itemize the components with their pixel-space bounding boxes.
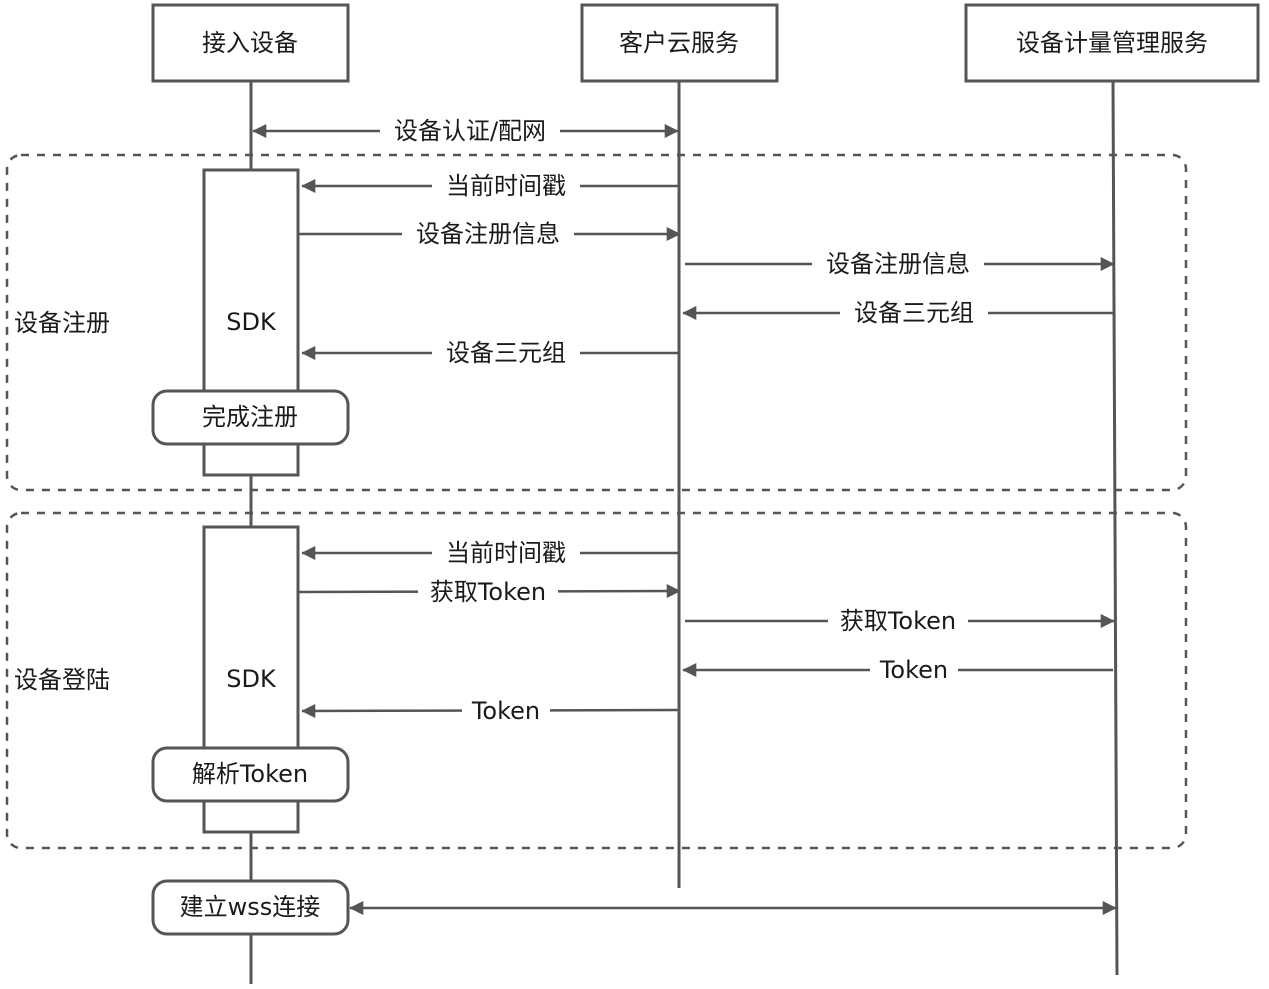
- message-reg-info-2-label: 设备注册信息: [826, 250, 970, 278]
- group-label-login: 设备登陆: [14, 666, 110, 694]
- participant-device-label: 接入设备: [202, 29, 298, 57]
- message-triple-2: 设备三元组: [682, 298, 1113, 328]
- message-token-2: Token: [682, 655, 1113, 685]
- message-reg-info-1-label: 设备注册信息: [416, 220, 560, 248]
- message-auth-label: 设备认证/配网: [394, 117, 546, 145]
- message-triple-2-label: 设备三元组: [854, 299, 974, 327]
- message-token-1: Token: [301, 696, 680, 726]
- note-parse-token-label: 解析Token: [192, 760, 308, 788]
- note-complete-register: 完成注册: [151, 389, 350, 446]
- message-login-timestamp: 当前时间戳: [301, 538, 679, 568]
- message-get-token-1-label: 获取Token: [430, 578, 546, 606]
- message-triple-1: 设备三元组: [301, 338, 679, 368]
- note-wss: 建立wss连接: [151, 879, 350, 936]
- note-wss-label: 建立wss连接: [180, 893, 321, 921]
- activation-sdk-register-label: SDK: [226, 308, 277, 336]
- message-token-2-label: Token: [879, 656, 948, 684]
- participant-device: 接入设备: [151, 3, 350, 83]
- message-login-timestamp-label: 当前时间戳: [446, 539, 566, 567]
- participant-customer-cloud: 客户云服务: [580, 3, 779, 83]
- note-complete-register-label: 完成注册: [202, 403, 298, 431]
- message-get-token-2-label: 获取Token: [840, 607, 956, 635]
- message-get-token-1: 获取Token: [298, 577, 681, 607]
- group-label-register: 设备注册: [14, 309, 110, 337]
- message-reg-info-1: 设备注册信息: [299, 219, 681, 249]
- participant-customer-cloud-label: 客户云服务: [619, 29, 739, 57]
- participant-metering: 设备计量管理服务: [964, 3, 1260, 83]
- message-token-1-label: Token: [471, 697, 540, 725]
- message-reg-timestamp-label: 当前时间戳: [446, 172, 566, 200]
- activation-sdk-login-label: SDK: [226, 665, 277, 693]
- message-auth: 设备认证/配网: [252, 116, 679, 146]
- message-get-token-2: 获取Token: [685, 606, 1115, 636]
- note-parse-token: 解析Token: [151, 746, 350, 803]
- message-reg-timestamp: 当前时间戳: [301, 171, 679, 201]
- lifeline-metering: [1111, 81, 1119, 976]
- participant-metering-label: 设备计量管理服务: [1016, 29, 1208, 57]
- message-triple-1-label: 设备三元组: [446, 339, 566, 367]
- message-reg-info-2: 设备注册信息: [685, 249, 1115, 279]
